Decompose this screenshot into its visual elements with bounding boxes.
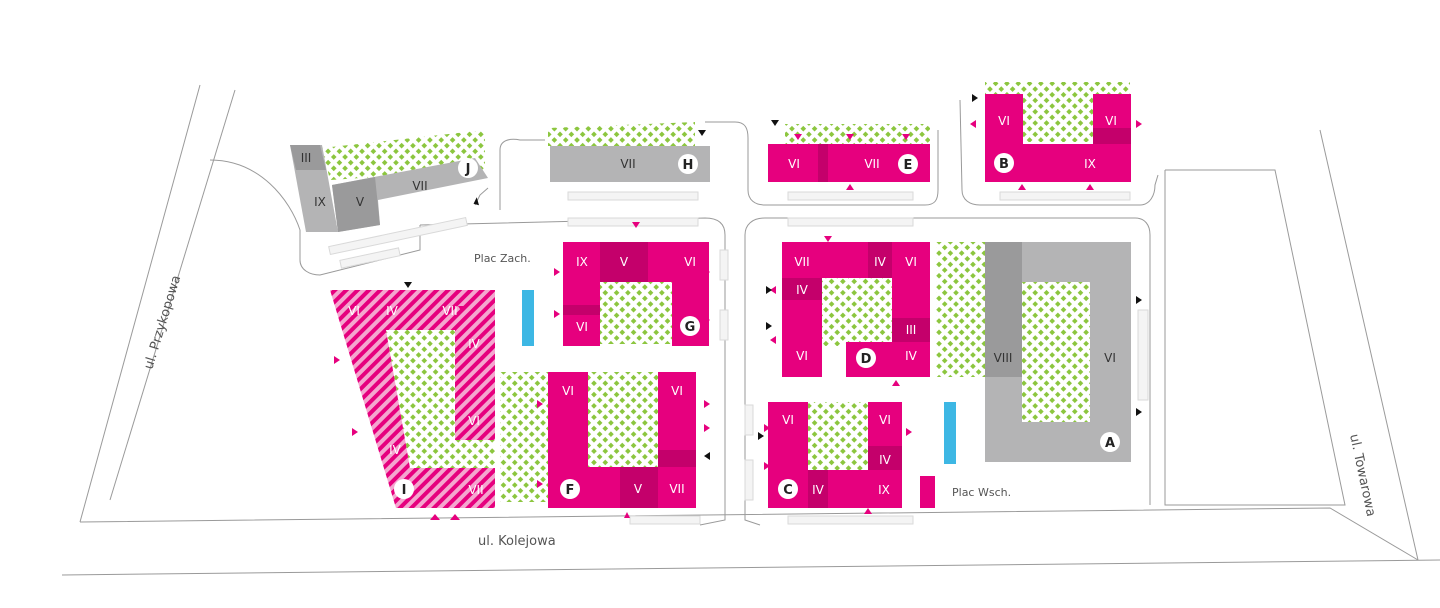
floor-label: VI bbox=[348, 304, 360, 318]
building-a[interactable]: VIII VI A bbox=[985, 242, 1131, 462]
floor-label: VI bbox=[671, 384, 683, 398]
floor-label: IX bbox=[576, 255, 588, 269]
floor-label: VI bbox=[562, 384, 574, 398]
floor-label: VII bbox=[468, 483, 483, 497]
floor-label: VII bbox=[620, 157, 635, 171]
street-label-towarowa: ul. Towarowa bbox=[1346, 433, 1378, 518]
plaza-label-east: Plac Wsch. bbox=[952, 486, 1011, 499]
floor-label: IV bbox=[874, 255, 887, 269]
floor-label: VI bbox=[468, 414, 480, 428]
floor-label: VII bbox=[412, 179, 427, 193]
floor-label: VI bbox=[1104, 351, 1116, 365]
vehicle-arrows bbox=[404, 94, 1142, 460]
svg-text:H: H bbox=[683, 158, 694, 173]
floor-label: VI bbox=[1105, 114, 1117, 128]
building-badge: F bbox=[560, 479, 580, 499]
svg-text:C: C bbox=[783, 483, 793, 498]
floor-label: VII bbox=[864, 157, 879, 171]
building-g[interactable]: IX V VI VI G bbox=[563, 242, 709, 346]
floor-label: V bbox=[356, 195, 365, 209]
building-e[interactable]: VI VII E bbox=[768, 144, 930, 182]
floor-label: III bbox=[301, 151, 312, 165]
building-badge: G bbox=[680, 316, 700, 336]
parking-areas bbox=[328, 191, 1149, 525]
svg-text:B: B bbox=[999, 157, 1009, 172]
svg-text:I: I bbox=[402, 483, 407, 498]
building-h[interactable]: VII H bbox=[550, 146, 710, 182]
floor-label: VI bbox=[782, 413, 794, 427]
svg-text:D: D bbox=[861, 352, 872, 367]
building-b[interactable]: VI VI IX B bbox=[985, 94, 1131, 182]
plaza-label-west: Plac Zach. bbox=[474, 252, 531, 265]
floor-label: IV bbox=[796, 283, 809, 297]
building-i[interactable]: VI IV VII IV VI IV VII I bbox=[330, 290, 495, 508]
building-f[interactable]: VI VI V VII F bbox=[548, 372, 696, 508]
floor-label: V bbox=[620, 255, 629, 269]
floor-label: IX bbox=[1084, 157, 1096, 171]
floor-label: IX bbox=[314, 195, 326, 209]
svg-text:A: A bbox=[1105, 436, 1115, 451]
entrance-arrows bbox=[334, 120, 1142, 520]
floor-label: VI bbox=[905, 255, 917, 269]
road-network bbox=[61, 84, 1440, 576]
floor-label: VII bbox=[794, 255, 809, 269]
floor-label: IV bbox=[389, 443, 402, 457]
floor-label: VI bbox=[684, 255, 696, 269]
floor-label: VI bbox=[576, 320, 588, 334]
building-badge: E bbox=[898, 154, 918, 174]
floor-label: IV bbox=[879, 453, 892, 467]
floor-label: V bbox=[634, 482, 643, 496]
floor-label: VII bbox=[442, 304, 457, 318]
building-badge: B bbox=[994, 153, 1014, 173]
building-d[interactable]: VII IV VI IV VI III IV D bbox=[782, 242, 930, 377]
floor-label: IV bbox=[468, 337, 481, 351]
svg-text:G: G bbox=[685, 320, 696, 335]
building-c[interactable]: VI VI IV IV IX C bbox=[768, 402, 902, 508]
building-badge: C bbox=[778, 479, 798, 499]
floor-label: VI bbox=[788, 157, 800, 171]
floor-label: III bbox=[906, 323, 917, 337]
svg-text:F: F bbox=[566, 483, 575, 498]
floor-label: IX bbox=[878, 483, 890, 497]
building-badge: H bbox=[678, 154, 698, 174]
building-badge: J bbox=[458, 158, 478, 178]
building-badge: D bbox=[856, 348, 876, 368]
kiosk[interactable] bbox=[920, 476, 935, 508]
floor-label: IV bbox=[386, 304, 399, 318]
svg-text:J: J bbox=[465, 162, 471, 177]
floor-label: VI bbox=[879, 413, 891, 427]
building-badge: A bbox=[1100, 432, 1120, 452]
floor-label: IV bbox=[905, 349, 918, 363]
building-badge: I bbox=[394, 479, 414, 499]
floor-label: IV bbox=[812, 483, 825, 497]
building-j[interactable]: III IX V VII J bbox=[290, 145, 488, 232]
street-label-przykopowa: ul. Przykopowa bbox=[141, 274, 184, 372]
floor-label: VIII bbox=[994, 351, 1013, 365]
svg-text:E: E bbox=[904, 158, 913, 173]
floor-label: VI bbox=[796, 349, 808, 363]
street-label-kolejowa: ul. Kolejowa bbox=[478, 534, 556, 549]
water-features bbox=[522, 290, 956, 464]
floor-label: VI bbox=[998, 114, 1010, 128]
floor-label: VII bbox=[669, 482, 684, 496]
